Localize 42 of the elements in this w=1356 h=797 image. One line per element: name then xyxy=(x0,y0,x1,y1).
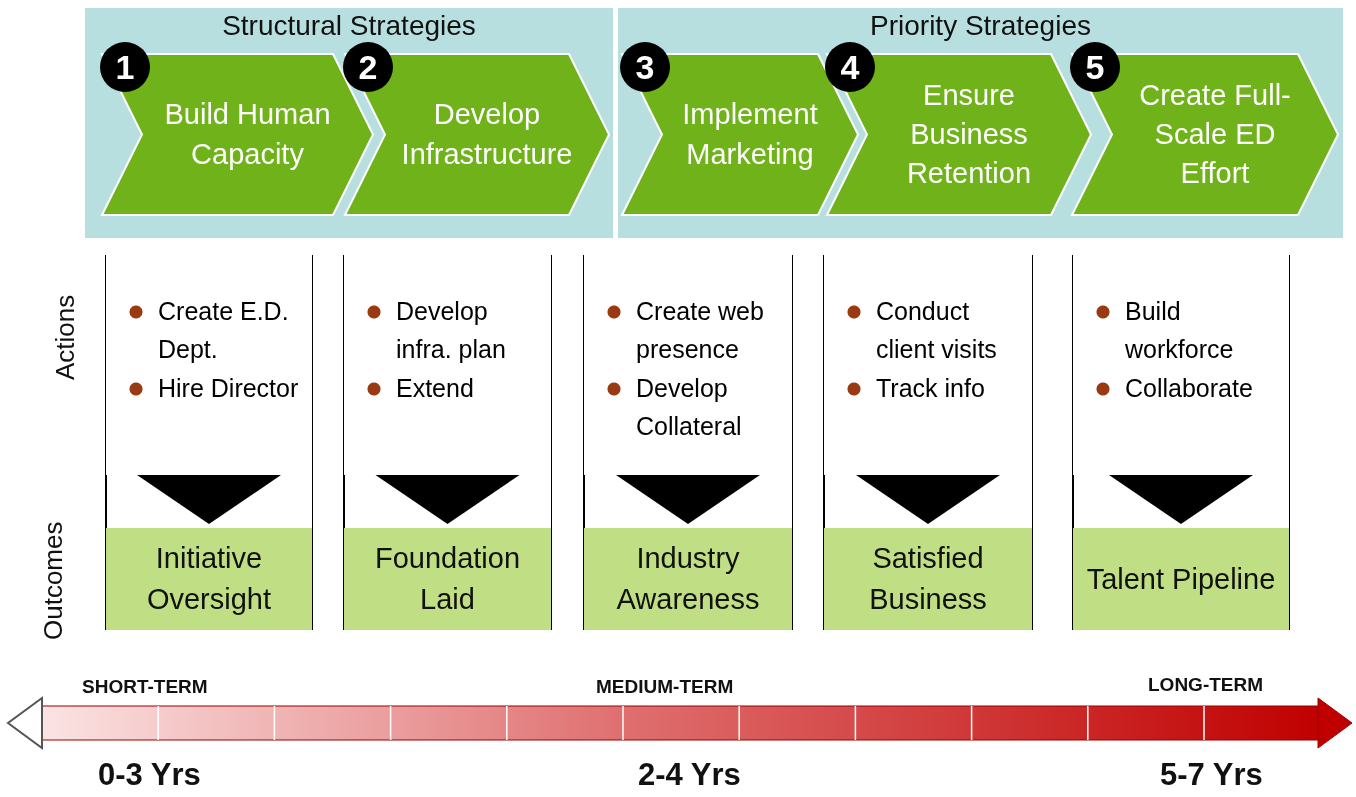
outcome-label: Foundation Laid xyxy=(373,541,522,617)
arrow xyxy=(137,475,281,524)
actions-column xyxy=(583,255,793,475)
step-title: Ensure Business Retention xyxy=(905,77,1033,192)
step-title: Create Full-Scale ED Effort xyxy=(1138,77,1292,192)
arrow xyxy=(616,475,760,524)
outcome-box xyxy=(343,528,552,630)
outcome-box xyxy=(823,528,1033,630)
step-title: Develop Infrastructure xyxy=(400,97,574,172)
timeline-label: LONG-TERM xyxy=(1148,674,1264,696)
step-number: 2 xyxy=(343,42,393,92)
arrow xyxy=(375,475,520,524)
step-title: Implement Marketing xyxy=(681,97,819,172)
arrow xyxy=(1109,475,1253,524)
actions-column xyxy=(1072,255,1290,475)
actions-column xyxy=(823,255,1033,475)
strategy-group-panel xyxy=(618,8,1343,238)
step-title: Build Human Capacity xyxy=(163,97,332,172)
arrow xyxy=(856,475,1000,524)
step-number: 5 xyxy=(1070,42,1120,92)
outcome-label: Initiative Oversight xyxy=(145,541,273,617)
row-label: Actions xyxy=(50,294,81,380)
timeline-label: MEDIUM-TERM xyxy=(596,676,734,698)
outcome-label: Satisfied Business xyxy=(868,541,988,617)
step-number: 3 xyxy=(620,42,670,92)
outcome-box xyxy=(1072,528,1290,630)
duration-label: 0-3 Yrs xyxy=(98,757,201,793)
strategy-group-panel xyxy=(85,8,613,238)
actions-column xyxy=(343,255,552,475)
step-number: 1 xyxy=(100,42,150,92)
group-title: Priority Strategies xyxy=(869,10,1092,42)
outcome-box xyxy=(583,528,793,630)
row-label: Outcomes xyxy=(38,521,69,640)
outcome-label: Industry Awareness xyxy=(615,541,761,617)
outcome-box xyxy=(105,528,313,630)
step-number: 4 xyxy=(825,42,875,92)
actions-column xyxy=(105,255,313,475)
duration-label: 5-7 Yrs xyxy=(1160,757,1263,793)
outcome-label: Talent Pipeline xyxy=(1086,561,1276,597)
timeline-label: SHORT-TERM xyxy=(82,676,208,698)
duration-label: 2-4 Yrs xyxy=(638,757,741,793)
group-title: Structural Strategies xyxy=(221,10,477,42)
